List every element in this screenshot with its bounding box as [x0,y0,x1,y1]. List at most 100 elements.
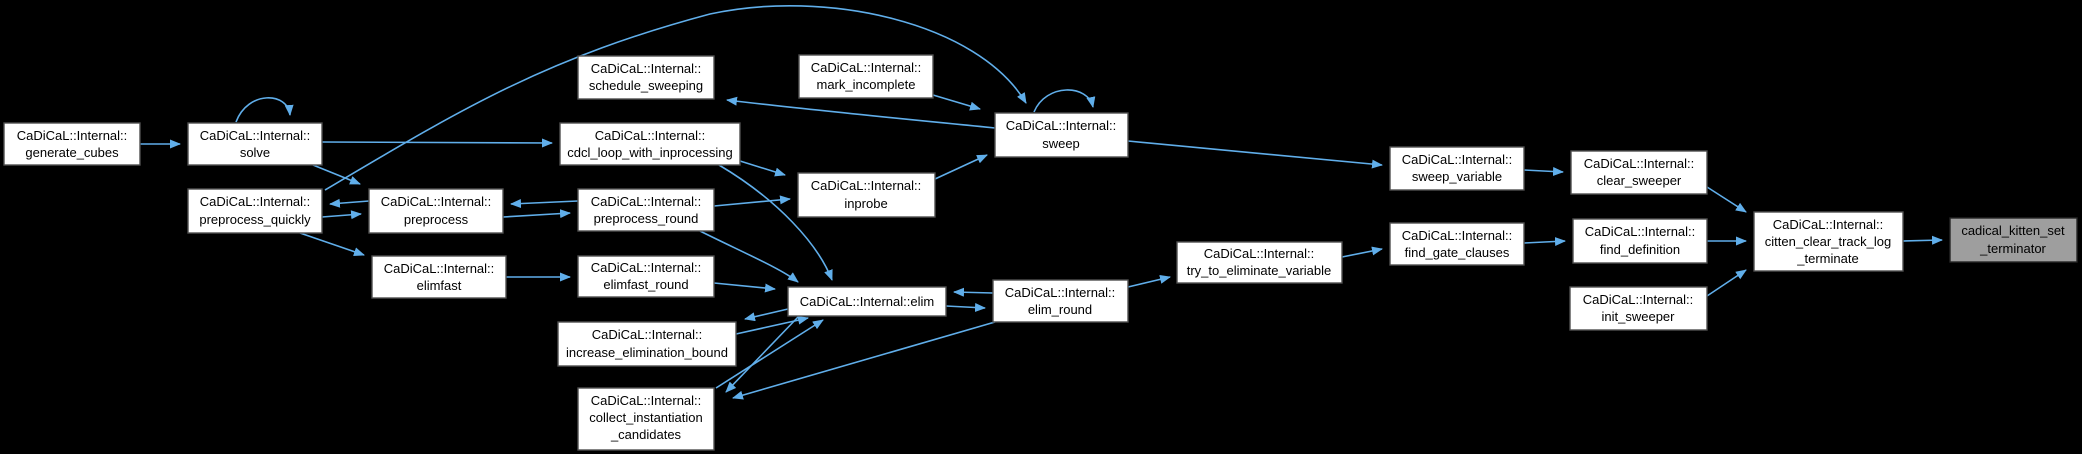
edge-sweep_variable-to-clear_sweeper [1523,166,1564,176]
node-box [1569,286,1708,331]
edge-find_gate_clauses-to-find_definition [1523,236,1566,246]
node-preprocess[interactable]: CaDiCaL::Internal:: preprocess [368,188,504,234]
label-line: generate_cubes [25,145,119,160]
node-elim[interactable]: CaDiCaL::Internal::elim [787,286,947,317]
edges-layer [140,5,1943,400]
label-line: _terminate [1796,251,1858,266]
label-line: try_to_eliminate_variable [1187,263,1332,278]
node-box [577,188,715,232]
node-box [368,188,504,234]
edge-elim_round-to-try_to_eliminate_variable [1127,274,1171,288]
label-line: clear_sweeper [1597,173,1682,188]
node-box [187,122,323,166]
label-line: CaDiCaL::Internal:: [200,128,311,143]
label-line: cadical_kitten_set [1961,223,2065,238]
node-box [787,286,947,317]
label-line: schedule_sweeping [589,78,703,93]
label-line: preprocess [404,212,469,227]
node-box [994,112,1129,158]
label-line: CaDiCaL::Internal:: [384,261,495,276]
edge-elim_round-to-elim [953,287,994,297]
edge-mark_incomplete-to-sweep [932,94,981,111]
label-line: CaDiCaL::Internal:: [591,393,702,408]
node-box [1389,222,1525,266]
label-line: CaDiCaL::Internal:: [591,260,702,275]
edge-preprocess_round-to-preprocess [510,199,579,209]
node-citten_clear_track_log_terminate[interactable]: CaDiCaL::Internal:: citten_clear_track_l… [1753,211,1904,272]
edge-preprocess_quickly-to-elimfast [299,232,365,257]
edge-elimfast_round-to-elim [713,282,776,293]
label-line: increase_elimination_bound [566,345,728,360]
node-box [1753,211,1904,272]
label-line: CaDiCaL::Internal:: [1402,228,1513,243]
label-line: CaDiCaL::Internal:: [1584,156,1695,171]
node-inprobe[interactable]: CaDiCaL::Internal:: inprobe [797,172,936,218]
edge-sweep-to-schedule_sweeping [726,96,996,129]
edge-cdcl_loop_with_inprocessing-to-inprobe [739,160,786,177]
label-line: CaDiCaL::Internal:: [381,194,492,209]
label-line: find_gate_clauses [1405,245,1510,260]
label-line: citten_clear_track_log [1765,234,1891,249]
node-generate_cubes[interactable]: CaDiCaL::Internal:: generate_cubes [3,122,141,166]
node-sweep[interactable]: CaDiCaL::Internal:: sweep [994,112,1129,158]
edge-preprocess-to-preprocess_quickly [329,198,370,208]
label-line: CaDiCaL::Internal:: [592,327,703,342]
node-increase_elimination_bound[interactable]: CaDiCaL::Internal:: increase_elimination… [557,321,737,367]
label-line: mark_incomplete [817,77,916,92]
node-box [1570,150,1708,195]
edge-collect_instantiation_candidates-to-elim [715,319,824,389]
node-schedule_sweeping[interactable]: CaDiCaL::Internal:: schedule_sweeping [577,55,715,100]
edge-init_sweeper-to-citten_clear_track_log_terminate [1706,269,1747,297]
label-line: inprobe [844,196,887,211]
label-line: CaDiCaL::Internal:: [17,128,128,143]
edge-preprocess_quickly-to-preprocess [321,210,362,220]
node-clear_sweeper[interactable]: CaDiCaL::Internal:: clear_sweeper [1570,150,1708,195]
node-elim_round[interactable]: CaDiCaL::Internal:: elim_round [992,279,1129,323]
node-elimfast_round[interactable]: CaDiCaL::Internal:: elimfast_round [577,255,715,298]
node-find_definition[interactable]: CaDiCaL::Internal:: find_definition [1572,218,1708,264]
node-box [557,321,737,367]
edge-inprobe-to-sweep [934,154,988,180]
node-cdcl_loop_with_inprocessing[interactable]: CaDiCaL::Internal:: cdcl_loop_with_inpro… [559,122,741,166]
edge-sweep-to-sweep_variable [1127,140,1383,169]
node-box [577,255,715,298]
label-line: solve [240,145,270,160]
edge-solve-self-loop [235,97,294,123]
edge-cdcl_loop_with_inprocessing-to-elim [718,164,833,281]
edge-solve-to-preprocess [312,164,361,185]
label-line: CaDiCaL::Internal:: [1583,292,1694,307]
label-line: CaDiCaL::Internal:: [811,60,922,75]
node-init_sweeper[interactable]: CaDiCaL::Internal:: init_sweeper [1569,286,1708,331]
label-line: init_sweeper [1602,309,1676,324]
label-line: _terminator [1979,241,2046,256]
label-line: cdcl_loop_with_inprocessing [567,145,733,160]
label-line: sweep [1042,136,1080,151]
edge-preprocess_quickly-to-sweep [324,5,1027,191]
node-box [577,55,715,100]
label-line: CaDiCaL::Internal:: [1402,152,1513,167]
label-line: elim_round [1028,302,1092,317]
node-mark_incomplete[interactable]: CaDiCaL::Internal:: mark_incomplete [798,54,934,99]
node-elimfast[interactable]: CaDiCaL::Internal:: elimfast [371,255,507,299]
node-box [1949,217,2078,263]
label-line: CaDiCaL::Internal:: [1585,224,1696,239]
node-preprocess_quickly[interactable]: CaDiCaL::Internal:: preprocess_quickly [187,188,323,234]
node-box [577,387,715,451]
node-preprocess_round[interactable]: CaDiCaL::Internal:: preprocess_round [577,188,715,232]
label-line: CaDiCaL::Internal::elim [800,294,934,309]
node-find_gate_clauses[interactable]: CaDiCaL::Internal:: find_gate_clauses [1389,222,1525,266]
node-box [798,54,934,99]
edge-sweep-self-loop [1033,89,1096,113]
label-line: CaDiCaL::Internal:: [591,194,702,209]
node-solve[interactable]: CaDiCaL::Internal:: solve [187,122,323,166]
edge-clear_sweeper-to-citten_clear_track_log_terminate [1706,186,1747,213]
node-sweep_variable[interactable]: CaDiCaL::Internal:: sweep_variable [1389,146,1525,191]
label-line: preprocess_quickly [199,212,311,227]
node-collect_instantiation_candidates[interactable]: CaDiCaL::Internal:: collect_instantiatio… [577,387,715,451]
label-line: CaDiCaL::Internal:: [591,61,702,76]
label-line: CaDiCaL::Internal:: [1005,285,1116,300]
node-try_to_eliminate_variable[interactable]: CaDiCaL::Internal:: try_to_eliminate_var… [1176,241,1343,284]
node-box [187,188,323,234]
